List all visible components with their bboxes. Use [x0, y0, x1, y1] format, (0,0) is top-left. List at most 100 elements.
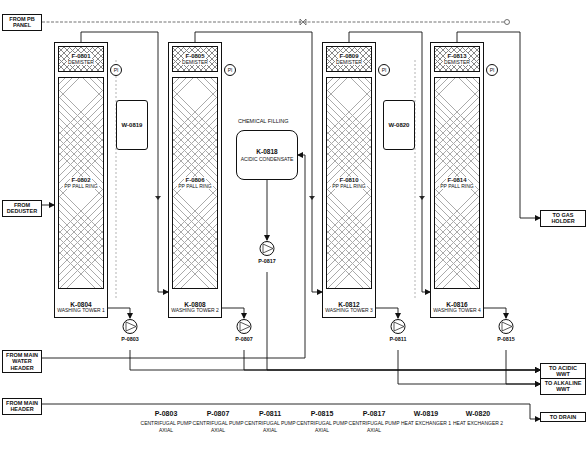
- equipment-spec: CENTRIFUGAL PUMP: [296, 420, 348, 426]
- tower-caption: K-0816WASHING TOWER 4: [431, 301, 483, 314]
- condensate-tank: K-0818ACIDIC CONDENSATE: [236, 130, 298, 180]
- process-line: [108, 308, 130, 318]
- pump-symbol: [249, 240, 285, 257]
- equipment-spec: CENTRIFUGAL PUMP: [244, 420, 296, 426]
- equipment-tag: W-0820: [389, 122, 410, 128]
- equipment-tag: FROM MAIN WATER HEADER: [5, 352, 39, 371]
- equipment-tag: F-0802: [70, 177, 91, 184]
- equipment-tag: P-0817: [249, 258, 285, 264]
- pump-casing: [391, 320, 405, 334]
- equipment-tag: K-0804: [55, 301, 107, 308]
- heat-exchanger: W-0820: [383, 100, 415, 150]
- equipment-desc: ACIDIC CONDENSATE: [241, 156, 294, 162]
- instrument-bubble: PI: [110, 64, 122, 76]
- off-page-connector: FROM MAIN WATER HEADER: [2, 350, 42, 373]
- equipment-tag: P-0803: [140, 410, 192, 417]
- equipment-spec: AXIAL: [140, 427, 192, 433]
- equipment-tag: W-0820: [452, 410, 504, 417]
- washing-tower: K-0804WASHING TOWER 1F-0801DEMISTERF-080…: [54, 42, 108, 318]
- equipment-tag: FROM DEDUSTER: [5, 202, 39, 215]
- equipment-desc: WASHING TOWER 2: [169, 308, 221, 314]
- pump-casing: [260, 242, 274, 256]
- equipment-tag: W-0819: [122, 122, 143, 128]
- equipment-tag: P-0803: [112, 336, 148, 342]
- washing-tower: K-0808WASHING TOWER 2 F-0805DEMISTER F-080…: [168, 42, 222, 318]
- packing-bed: F-0802PP PALL RING: [58, 77, 104, 289]
- pump-symbol: [380, 318, 416, 335]
- instrument-bubble: PI: [224, 64, 236, 76]
- equipment-tag: K-0816: [431, 301, 483, 308]
- instrument-bubble: PI: [378, 64, 390, 76]
- equipment-tag: F-0813: [446, 53, 467, 60]
- equipment-tag: W-0819: [400, 410, 452, 417]
- equipment-desc: WASHING TOWER 4: [431, 308, 483, 314]
- process-line: [42, 404, 540, 419]
- equipment-tag: K-0808: [169, 301, 221, 308]
- process-line: [484, 308, 506, 318]
- centrifugal-pump: P-0807: [226, 318, 262, 350]
- tower-caption: K-0808WASHING TOWER 2: [169, 301, 221, 314]
- equipment-spec: AXIAL: [244, 427, 296, 433]
- equipment-tag: F-0814: [446, 177, 467, 184]
- equipment-tag: TO ACIDIC WWT: [543, 365, 583, 378]
- instrument-bubble: PI: [486, 64, 498, 76]
- equipment-tag: P-0807: [226, 336, 262, 342]
- equipment-tag: P-0807: [192, 410, 244, 417]
- equipment-spec: AXIAL: [192, 427, 244, 433]
- packing-bed: F-0814PP PALL RING: [434, 77, 480, 289]
- equipment-desc: PP PALL RING: [439, 184, 475, 190]
- equipment-tag: K-0812: [323, 301, 375, 308]
- tower-caption: K-0812WASHING TOWER 3: [323, 301, 375, 314]
- equipment-spec: AXIAL: [348, 427, 400, 433]
- equipment-tag: TO ALKALINE WWT: [543, 380, 583, 393]
- equipment-tag: TO DRAIN: [543, 414, 583, 420]
- centrifugal-pump: P-0811: [380, 318, 416, 350]
- demister: F-0813DEMISTER: [434, 46, 480, 72]
- off-page-connector: TO GAS HOLDER: [540, 210, 586, 227]
- equipment-tag: K-0818: [256, 148, 277, 156]
- equipment-tag: F-0809: [338, 53, 359, 60]
- packing-bed: F-0806PP PALL RING: [172, 77, 218, 289]
- equipment-spec: HEAT EXCHANGER 2: [452, 420, 504, 426]
- centrifugal-pump: P-0815: [488, 318, 524, 350]
- pump-impeller: [394, 322, 404, 331]
- process-line: [267, 272, 540, 370]
- off-page-connector: FROM DEDUSTER: [2, 200, 42, 217]
- equipment-desc: PP PALL RING: [63, 184, 99, 190]
- equipment-tag: FROM MAIN HEADER: [5, 400, 39, 413]
- demister: F-0805DEMISTER: [172, 46, 218, 72]
- equipment-desc: WASHING TOWER 3: [323, 308, 375, 314]
- demister: F-0801DEMISTER: [58, 46, 104, 72]
- pump-impeller: [240, 322, 250, 331]
- pump-impeller: [126, 322, 136, 331]
- process-line: [267, 180, 268, 240]
- off-page-connector: FROM PB PANEL: [2, 14, 42, 31]
- tower-caption: K-0804WASHING TOWER 1: [55, 301, 107, 314]
- equipment-spec: CENTRIFUGAL PUMP: [348, 420, 400, 426]
- equipment-desc: WASHING TOWER 1: [55, 308, 107, 314]
- demister: F-0809DEMISTER: [326, 46, 372, 72]
- equipment-spec: HEAT EXCHANGER 1: [400, 420, 452, 426]
- equipment-spec: CENTRIFUGAL PUMP: [140, 420, 192, 426]
- process-line: [398, 350, 540, 384]
- process-line: [376, 308, 398, 318]
- equipment-desc: DEMISTER: [181, 60, 209, 66]
- equipment-spec: CENTRIFUGAL PUMP: [192, 420, 244, 426]
- equipment-tag: F-0801: [70, 53, 91, 60]
- equipment-tag: TO GAS HOLDER: [543, 212, 583, 225]
- centrifugal-pump: P-0817: [249, 240, 285, 272]
- equipment-tag: F-0806: [184, 177, 205, 184]
- heat-exchanger: W-0819: [116, 100, 148, 150]
- equipment-desc: PP PALL RING: [177, 184, 213, 190]
- equipment-tag: P-0817: [348, 410, 400, 417]
- equipment-tag: P-0815: [296, 410, 348, 417]
- pump-impeller: [502, 322, 512, 331]
- equipment-desc: DEMISTER: [335, 60, 363, 66]
- pump-impeller: [263, 244, 273, 253]
- process-line: [222, 308, 244, 318]
- process-line: [506, 350, 540, 384]
- trace-line: [415, 60, 416, 300]
- equipment-tag: P-0811: [244, 410, 296, 417]
- equipment-desc: DEMISTER: [443, 60, 471, 66]
